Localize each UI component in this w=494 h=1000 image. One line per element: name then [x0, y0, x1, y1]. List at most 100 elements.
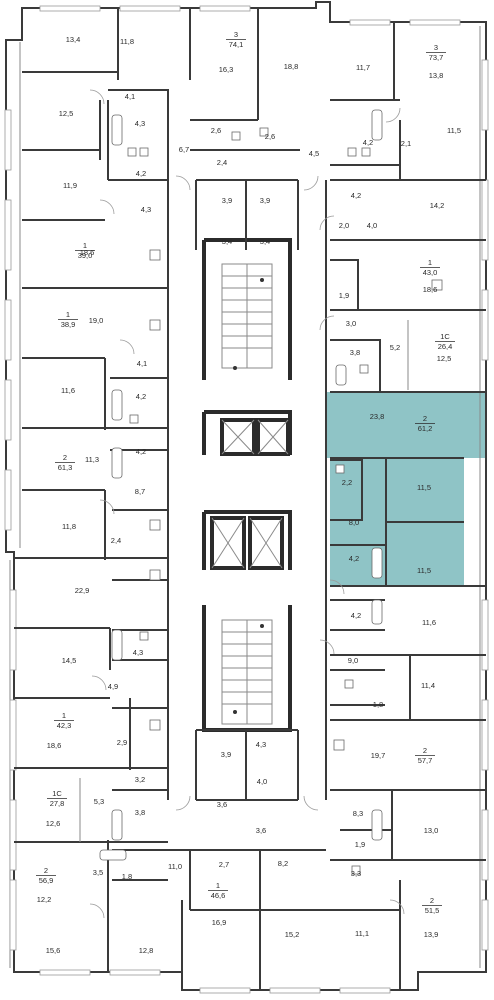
- room-area: 2,9: [117, 738, 127, 747]
- apartment-rooms: 2: [423, 414, 427, 423]
- room-area: 4,3: [135, 119, 145, 128]
- apartment-label[interactable]: 261,3: [55, 453, 75, 472]
- selected-apartment[interactable]: [326, 392, 486, 586]
- room-area: 12,2: [37, 895, 52, 904]
- room-area: 4,2: [351, 191, 361, 200]
- room-area: 13,9: [424, 930, 439, 939]
- apartment-rooms: 2: [63, 453, 67, 462]
- room-area: 11,8: [62, 522, 76, 531]
- bathroom-fixtures: [99, 109, 443, 875]
- room-area: 19,0: [89, 316, 104, 325]
- room-area: 3,4: [222, 237, 232, 246]
- room-area: 4,3: [133, 648, 143, 657]
- room-area: 11,1: [355, 929, 369, 938]
- room-area: 5,2: [390, 343, 400, 352]
- apartment-rooms: 1: [66, 310, 70, 319]
- apartment-area: 26,4: [438, 342, 453, 351]
- apartment-rooms: 2: [44, 866, 48, 875]
- door-swings: [89, 89, 405, 919]
- room-area: 22,9: [75, 586, 90, 595]
- room-area: 4,3: [141, 205, 151, 214]
- room-area: 4,2: [136, 447, 146, 456]
- room-area: 1,8: [373, 700, 383, 709]
- room-area: 11,0: [168, 862, 182, 871]
- room-area: 19,7: [371, 751, 386, 760]
- apartment-label[interactable]: 251,5: [422, 896, 442, 915]
- room-area: 5,3: [94, 797, 104, 806]
- room-area: 3,5: [93, 868, 103, 877]
- room-area: 3,9: [222, 196, 232, 205]
- windows: [4, 5, 489, 994]
- room-area: 4,5: [309, 149, 319, 158]
- room-area: 11,7: [356, 63, 370, 72]
- apartment-label[interactable]: 146,6: [208, 881, 228, 900]
- room-area: 15,2: [285, 930, 300, 939]
- room-area: 12,8: [139, 946, 154, 955]
- room-area: 2,7: [219, 860, 229, 869]
- apartment-rooms: 1С: [52, 789, 62, 798]
- room-area: 4,1: [125, 92, 135, 101]
- apartment-label[interactable]: 373,7: [426, 43, 446, 62]
- room-area: 1,9: [339, 291, 349, 300]
- room-area: 13,8: [429, 71, 444, 80]
- apartment-label[interactable]: 256,9: [36, 866, 56, 885]
- apartment-area: 42,3: [57, 721, 72, 730]
- apartment-area: 46,6: [211, 891, 226, 900]
- apartment-area: 73,7: [429, 53, 444, 62]
- room-area: 18,6: [47, 741, 62, 750]
- room-area: 18,6: [80, 248, 95, 257]
- apartment-label[interactable]: 261,2: [415, 414, 435, 433]
- room-area: 4,0: [257, 777, 267, 786]
- room-area: 3,6: [217, 800, 227, 809]
- apartment-rooms: 1С: [440, 332, 450, 341]
- apartment-area: 74,1: [229, 40, 244, 49]
- room-area: 2,4: [111, 536, 121, 545]
- room-area: 4,2: [136, 169, 146, 178]
- room-area: 3,3: [351, 869, 361, 878]
- elevators: [210, 418, 290, 570]
- room-area: 2,1: [401, 139, 411, 148]
- apartment-label[interactable]: 374,1: [226, 30, 246, 49]
- room-area: 14,5: [62, 656, 77, 665]
- apartment-label[interactable]: 139,0: [75, 241, 95, 260]
- room-area: 18,8: [284, 62, 299, 71]
- apartment-label[interactable]: 142,3: [54, 711, 74, 730]
- room-area: 11,5: [417, 483, 431, 492]
- room-area: 9,0: [348, 656, 358, 665]
- room-area: 11,3: [85, 455, 99, 464]
- room-area: 12,6: [46, 819, 61, 828]
- room-area: 11,5: [447, 126, 461, 135]
- apartment-area: 61,3: [58, 463, 73, 472]
- room-area: 4,0: [367, 221, 377, 230]
- room-area: 2,0: [339, 221, 349, 230]
- apartment-area: 43,0: [423, 268, 438, 277]
- apartment-rooms: 2: [423, 746, 427, 755]
- room-area: 13,0: [424, 826, 439, 835]
- staircase-north: [221, 263, 273, 370]
- apartment-area: 56,9: [39, 876, 54, 885]
- room-area: 14,2: [430, 201, 445, 210]
- room-area: 4,2: [363, 138, 373, 147]
- room-area: 15,6: [46, 946, 61, 955]
- room-area: 12,5: [59, 109, 74, 118]
- room-area: 11,8: [120, 37, 134, 46]
- room-area: 3,2: [135, 775, 145, 784]
- apartment-label[interactable]: 257,7: [415, 746, 435, 765]
- apartment-label[interactable]: 138,9: [58, 310, 78, 329]
- room-area: 11,6: [61, 386, 75, 395]
- apartment-area: 57,7: [418, 756, 433, 765]
- apartment-area: 61,2: [418, 424, 433, 433]
- west-walls: [14, 8, 326, 990]
- apartment-rooms: 3: [234, 30, 238, 39]
- apartment-area: 39,0: [78, 251, 93, 260]
- room-area: 4,2: [349, 554, 359, 563]
- apartment-label[interactable]: 143,0: [420, 258, 440, 277]
- room-area: 23,8: [370, 412, 385, 421]
- room-area: 1,8: [122, 872, 132, 881]
